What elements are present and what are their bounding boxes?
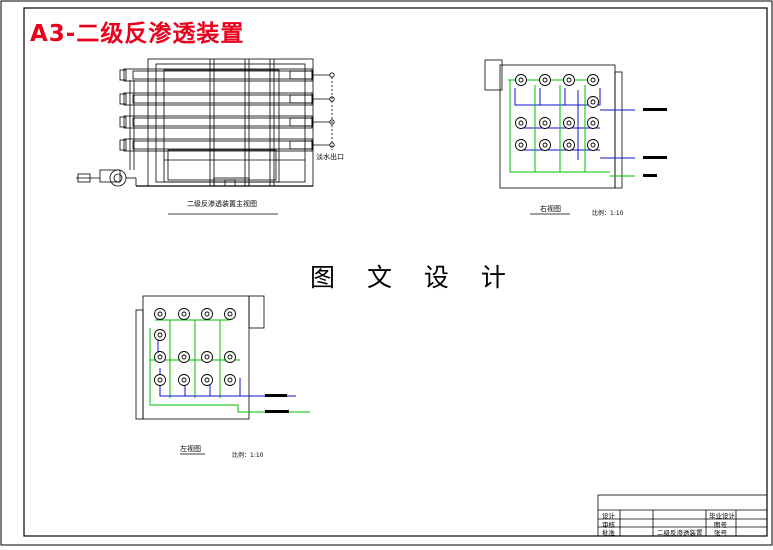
- left-view-pipes-blue: [157, 340, 296, 397]
- title-block-label-project: 毕业设计: [709, 512, 735, 520]
- right-view-scale: 比例：1:10: [592, 210, 624, 217]
- title-block-role-approve: 批准: [602, 529, 615, 537]
- drawing-title: A3-二级反渗透装置: [30, 21, 245, 47]
- front-view-caption: 二级反渗透装置主视图: [187, 200, 257, 208]
- outlet-label: 淡水出口: [316, 153, 344, 161]
- left-view-drawing: [135, 295, 265, 420]
- left-view-pipes-green: [149, 319, 310, 413]
- title-block-drawing-name: 二级反渗透装置: [657, 529, 703, 537]
- left-view-pipe-stubs: [265, 394, 289, 413]
- right-view-pipes-blue: [514, 88, 635, 160]
- left-view-caption: 左视图: [180, 445, 201, 453]
- left-view-membranes: [154, 308, 236, 386]
- center-watermark-text: 图 文 设 计: [310, 263, 518, 292]
- title-block-grid: [597, 494, 768, 537]
- title-block-role-review: 审核: [602, 521, 615, 529]
- right-view-caption: 右视图: [540, 205, 561, 213]
- title-block-label-sheet: 张号: [714, 529, 727, 537]
- left-view-scale: 比例：1:10: [232, 452, 264, 459]
- title-block-label-drawing-no: 图号: [714, 521, 727, 529]
- front-view-drawing: [76, 58, 335, 187]
- right-view-pipe-stubs: [643, 108, 667, 177]
- right-view-drawing: [484, 59, 623, 189]
- right-view-membranes: [515, 74, 599, 151]
- title-block-role-design: 设计: [602, 512, 615, 520]
- inner-frame: [23, 7, 768, 537]
